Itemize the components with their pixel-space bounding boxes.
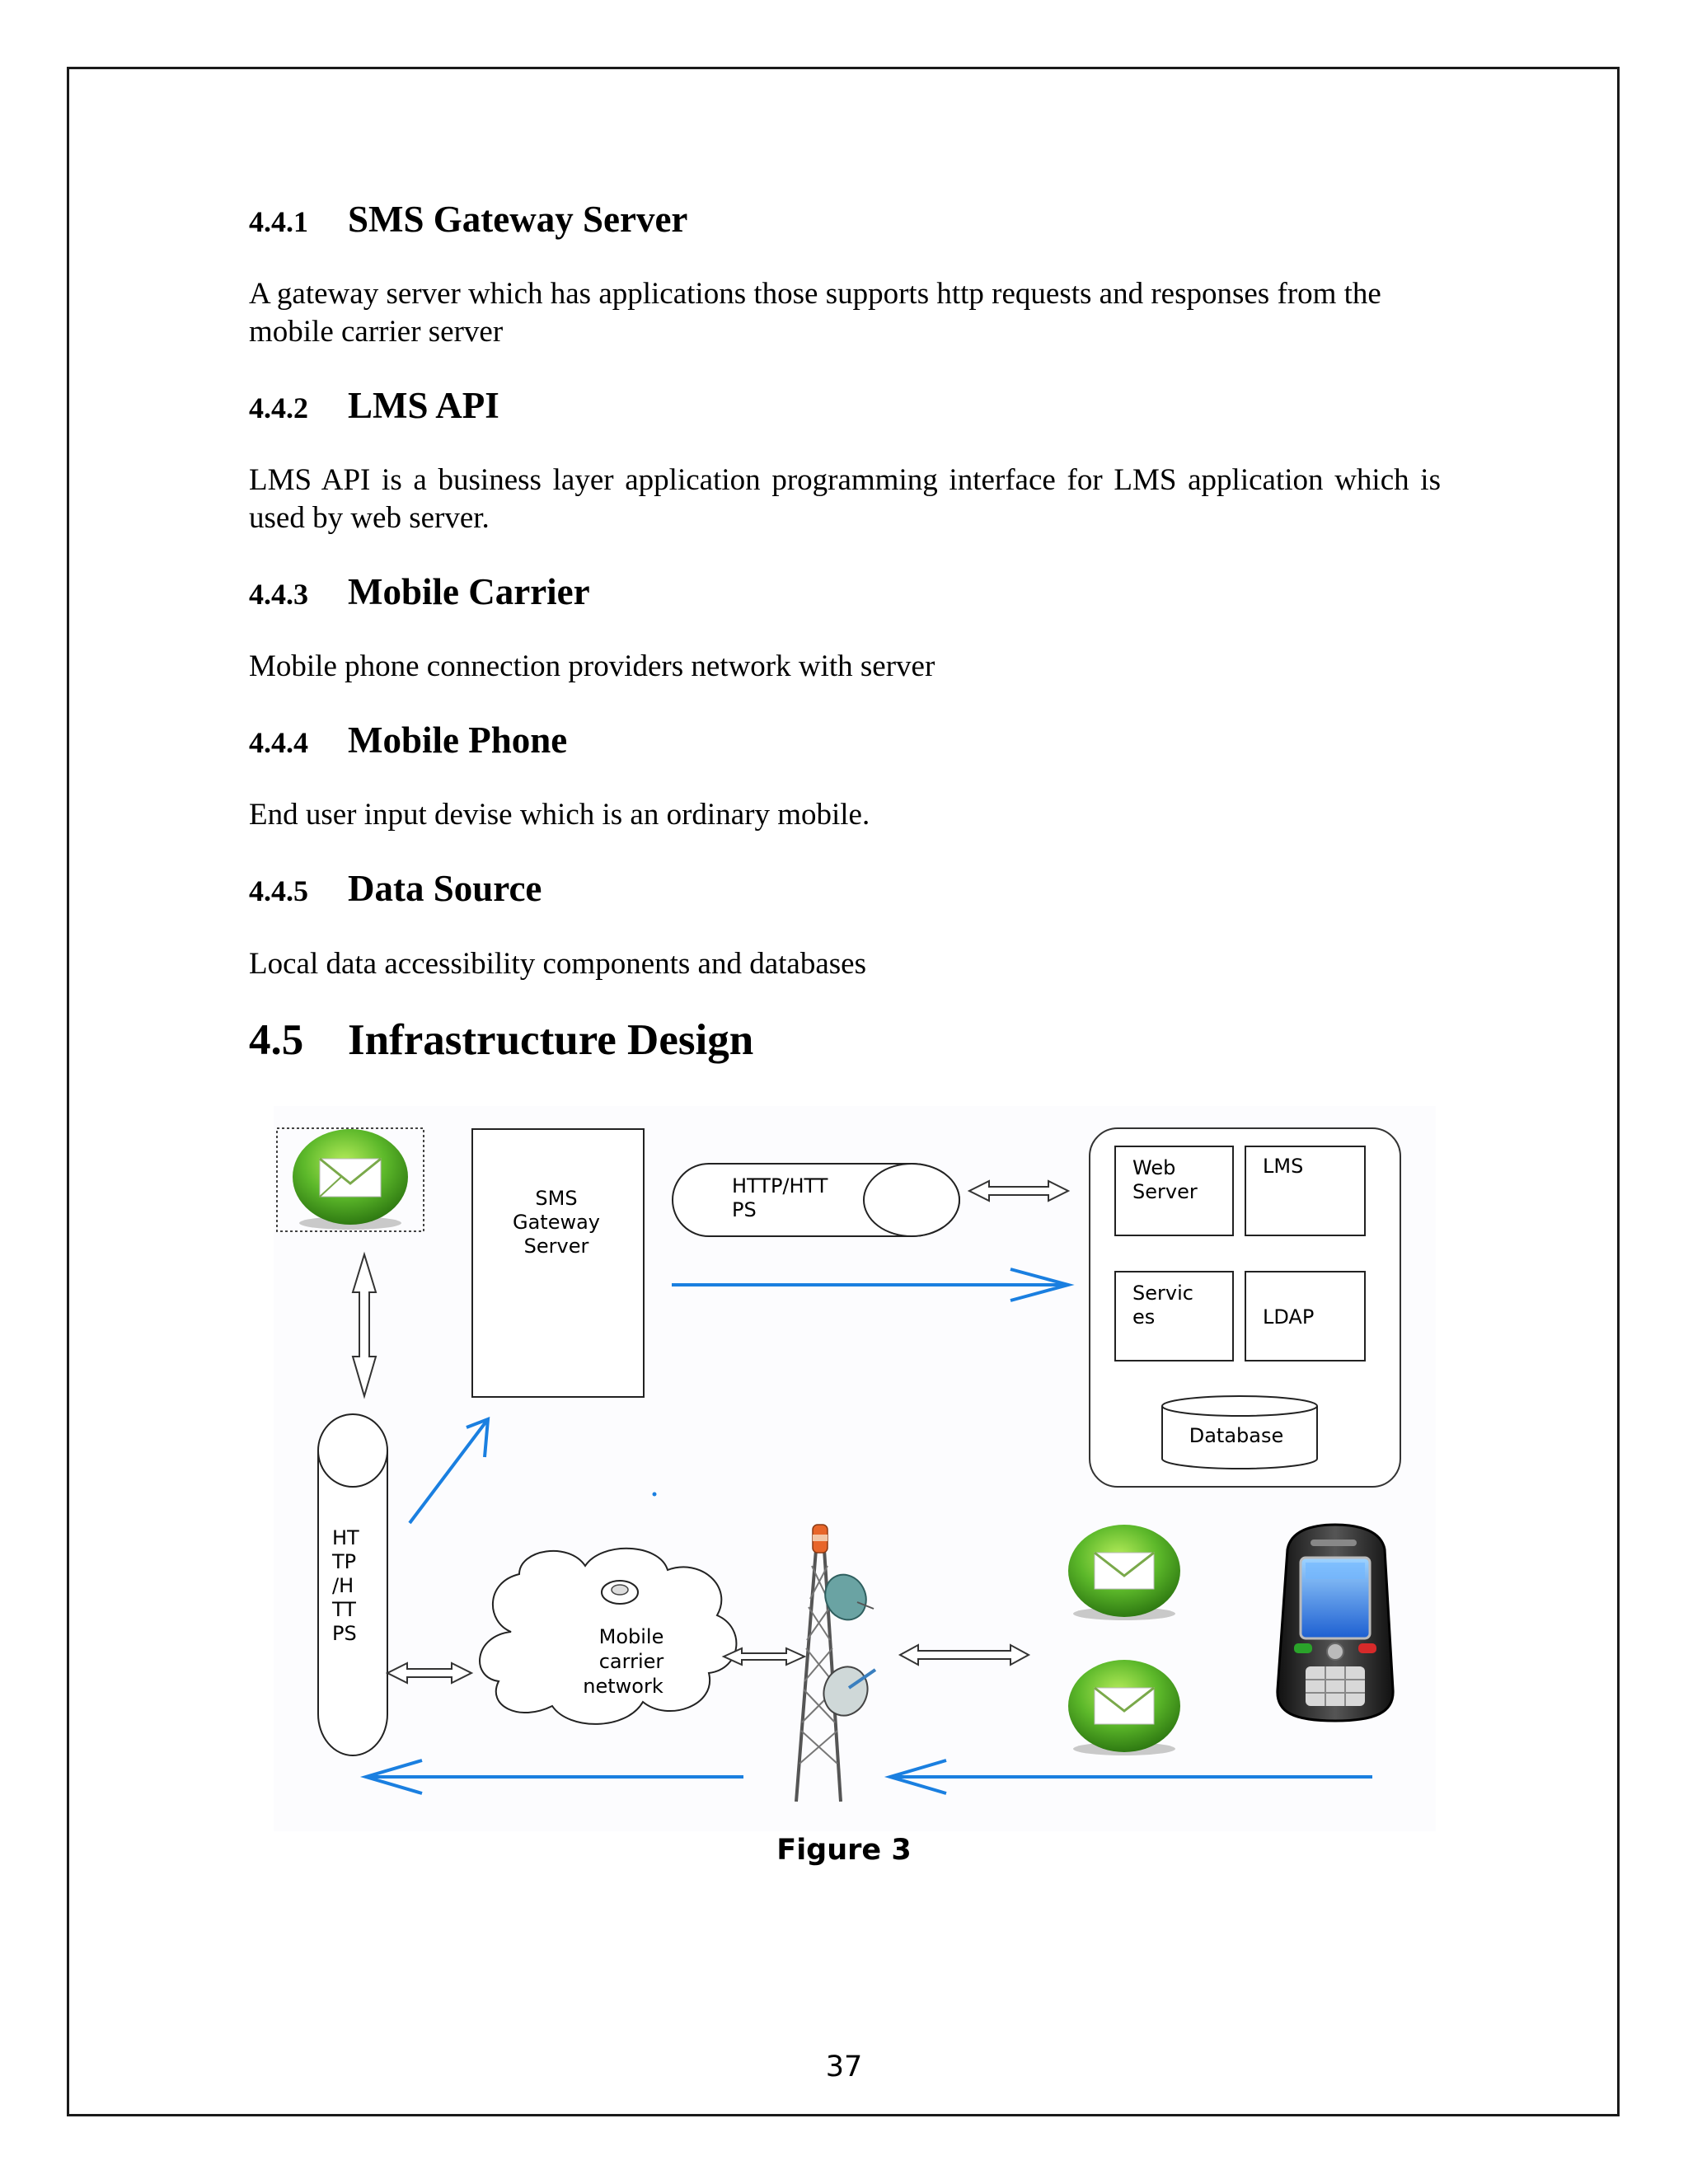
http-vertical-label-1: HT — [332, 1526, 359, 1549]
section-body: LMS API is a business layer application … — [249, 463, 1441, 535]
section-body: A gateway server which has applications … — [249, 277, 1381, 349]
http-vertical-label-3: /H — [332, 1574, 354, 1597]
cell-tower-icon — [795, 1524, 877, 1802]
double-arrow-tower-phone — [898, 1643, 1031, 1666]
section-body: End user input devise which is an ordina… — [249, 798, 870, 832]
email-icon — [276, 1127, 424, 1232]
sms-gateway-label-3: Server — [524, 1235, 589, 1258]
section-number: 4.4.1 — [249, 205, 308, 238]
ldap-box — [1245, 1271, 1366, 1361]
double-arrow-cloud-tower — [721, 1647, 807, 1666]
section-number: 4.4.3 — [249, 578, 308, 611]
section-title: LMS API — [348, 385, 499, 426]
services-label-1: Servic — [1132, 1282, 1193, 1305]
http-vertical-label-5: PS — [332, 1622, 357, 1645]
double-arrow-to-servers — [967, 1179, 1071, 1202]
server-group — [1089, 1127, 1401, 1488]
web-server-label-2: Server — [1132, 1180, 1198, 1203]
section-number: 4.4.5 — [249, 874, 308, 907]
http-pipe-vertical — [317, 1413, 388, 1756]
blue-arrow-diagonal — [408, 1416, 490, 1525]
figure-caption: Figure 3 — [776, 1834, 912, 1867]
http-pipe-label-1: HTTP/HTT — [732, 1174, 828, 1197]
email-icon-upper — [1068, 1525, 1180, 1620]
blue-arrow-bottom-right — [884, 1759, 1372, 1795]
vertical-double-arrow — [351, 1251, 377, 1399]
database-icon — [1161, 1395, 1318, 1469]
database-label: Database — [1189, 1424, 1284, 1447]
page-border — [67, 67, 1620, 2116]
section-number: 4.4.4 — [249, 726, 308, 759]
http-pipe-horizontal — [672, 1163, 960, 1237]
web-server-box — [1114, 1146, 1234, 1236]
http-pipe-label-2: PS — [732, 1198, 757, 1221]
sms-gateway-label-2: Gateway — [513, 1211, 600, 1234]
section-title: Data Source — [348, 868, 542, 909]
web-server-label-1: Web — [1132, 1156, 1175, 1179]
heading-title: Infrastructure Design — [348, 1016, 754, 1064]
ldap-label: LDAP — [1263, 1305, 1314, 1329]
sms-gateway-label-1: SMS — [535, 1187, 577, 1210]
section-title: SMS Gateway Server — [348, 199, 688, 240]
double-arrow-pipe-cloud — [385, 1661, 474, 1685]
section-body: Mobile phone connection providers networ… — [249, 649, 935, 683]
lms-box — [1245, 1146, 1366, 1236]
cloud-label-1: Mobile — [599, 1625, 664, 1648]
blue-arrow-bottom-left — [359, 1759, 743, 1795]
http-vertical-label-4: TT — [331, 1598, 356, 1621]
email-icon-lower — [1068, 1660, 1180, 1755]
mobile-phone-icon — [1276, 1523, 1395, 1722]
sms-gateway-server-box — [471, 1128, 645, 1398]
section-title: Mobile Phone — [348, 719, 568, 761]
page-number: 37 — [825, 2050, 863, 2083]
heading-number: 4.5 — [249, 1016, 304, 1064]
services-box — [1114, 1271, 1234, 1361]
cloud-label-2: carrier — [599, 1650, 664, 1673]
blue-arrow-right-top — [672, 1268, 1075, 1302]
cloud-label-3: network — [583, 1675, 663, 1698]
blue-dot — [652, 1492, 657, 1497]
lms-label: LMS — [1263, 1155, 1303, 1178]
services-label-2: es — [1132, 1305, 1155, 1329]
section-number: 4.4.2 — [249, 391, 308, 424]
http-vertical-label-2: TP — [331, 1550, 356, 1573]
section-title: Mobile Carrier — [348, 571, 590, 612]
section-body: Local data accessibility components and … — [249, 947, 866, 981]
